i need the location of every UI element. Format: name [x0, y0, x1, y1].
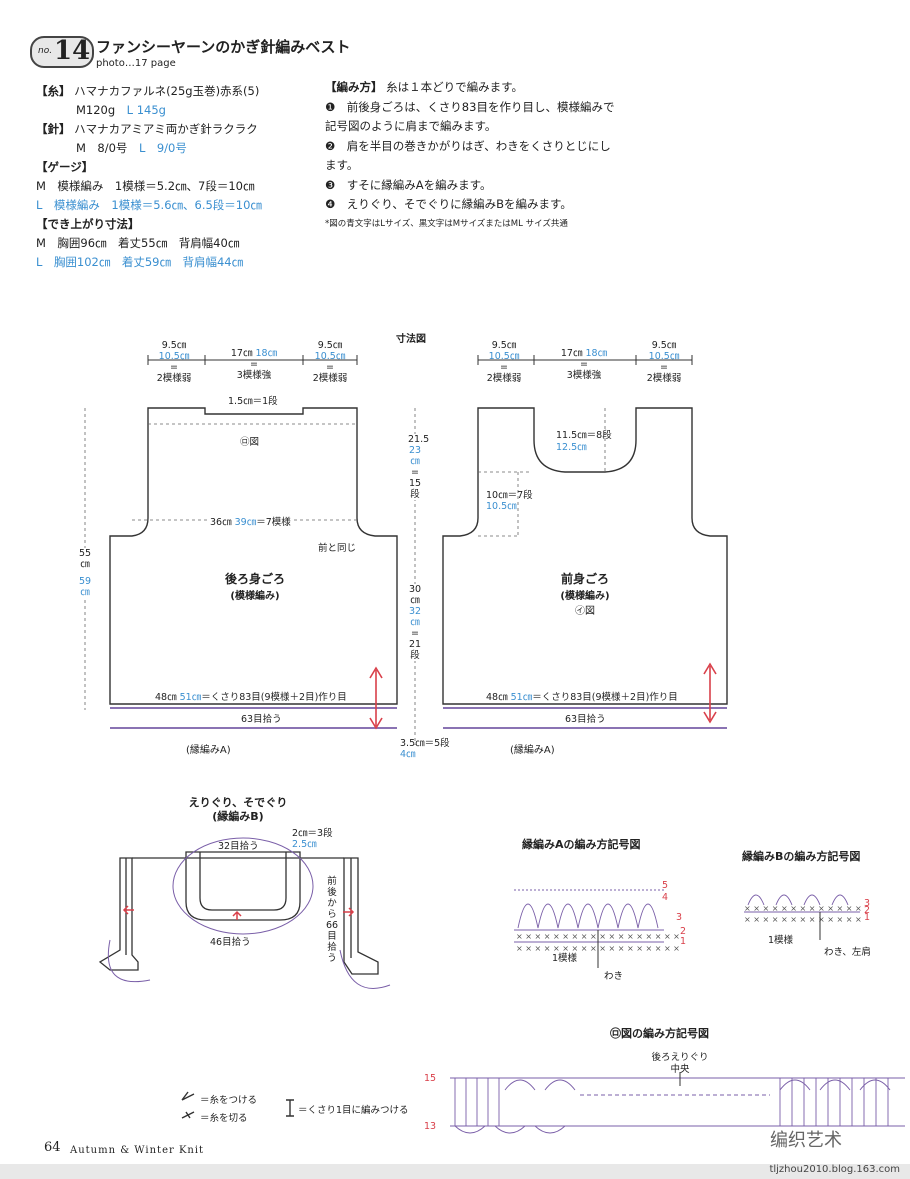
row-5: 5: [662, 880, 669, 891]
row-2: 2: [680, 926, 687, 937]
a-one-pattern: 1模様: [552, 953, 578, 964]
instruction-step-2: ❷ 肩を半目の巻きかがりはぎ、わきをくさりとじにします。: [325, 138, 611, 173]
front-edging-a: (縁編みA): [510, 745, 555, 756]
yarn-heading: 【糸】: [36, 84, 71, 98]
needle-l: L 9/0号: [138, 141, 187, 155]
pattern-number: 14: [54, 36, 91, 66]
edging-a-chart-title: 縁編みAの編み方記号図: [522, 838, 641, 851]
front-piece-outline: [442, 407, 728, 705]
neck-bottom-pick-up: 46目拾う: [210, 937, 251, 948]
instruction-step-4: ❹ えりぐり、そでぐりに縁編みBを編みます。: [325, 197, 572, 211]
armhole-pick-up: 前後から66目拾う: [326, 876, 339, 964]
number-label: no.: [38, 46, 53, 56]
needle-heading: 【針】: [36, 122, 71, 136]
back-neck-width: 17㎝ 18㎝=3模様強: [230, 348, 278, 381]
edging-a-chart: [514, 889, 664, 943]
needle-name: ハマナカアミアミ両かぎ針ラクラク: [74, 122, 258, 136]
ro-chart-title: ㋺図の編み方記号図: [610, 1027, 709, 1040]
materials-block: 【糸】 ハマナカファルネ(25g玉巻)赤系(5) M120g L 145g 【針…: [36, 82, 316, 272]
back-hem-width: 48㎝ 51㎝＝くさり83目(9模様＋2目)作り目: [155, 692, 347, 703]
watermark: 编织艺术: [770, 1130, 842, 1151]
diagram-title: 寸法図: [396, 334, 426, 345]
edging-neck: [185, 851, 301, 921]
instructions-heading: 【編み方】: [325, 80, 383, 94]
edging-right-strip: [343, 857, 379, 975]
back-edging-a: (縁編みA): [186, 745, 231, 756]
back-piece-outline: [109, 407, 398, 705]
back-width: 36㎝ 39㎝＝7模様: [208, 514, 293, 528]
gauge-heading: 【ゲージ】: [36, 160, 94, 174]
gauge-m: M 模様編み 1模様＝5.2㎝、7段＝10㎝: [36, 179, 255, 193]
needle-m: M 8/0号: [76, 141, 128, 155]
front-piece-label: 前身ごろ (模様編み) ㋑図: [560, 572, 610, 617]
band-width: 2㎝＝3段 2.5㎝: [292, 828, 333, 850]
footer-bar: [0, 1164, 910, 1179]
edging-left-strip: [98, 857, 139, 971]
same-as-front: 前と同じ: [318, 543, 357, 554]
photo-reference: photo…17 page: [96, 58, 176, 69]
hem-height: 3.5㎝＝5段 4㎝: [400, 738, 450, 760]
back-neck-depth: 1.5㎝＝1段: [228, 396, 278, 407]
instructions-lead: 糸は１本どりで編みます。: [386, 80, 524, 94]
cut-yarn-icon: [181, 1111, 195, 1119]
size-heading: 【でき上がり寸法】: [36, 217, 140, 231]
b-side-shoulder: わき、左肩: [824, 947, 871, 958]
source-url: tljzhou2010.blog.163.com: [769, 1164, 900, 1175]
neck-pick-up: 32目拾う: [218, 841, 259, 852]
ro-row-13: 13: [424, 1121, 437, 1132]
edging-b-chart: [744, 894, 860, 913]
svg-text:× × × × × × × × × × × × ×: × × × × × × × × × × × × ×: [744, 904, 862, 913]
back-neck-center: 後ろえりぐり中央: [651, 1052, 709, 1075]
svg-text:× × × × × × × × × × × × ×: × × × × × × × × × × × × ×: [744, 915, 862, 924]
size-m: M 胸囲96㎝ 着丈55㎝ 背肩幅40㎝: [36, 236, 240, 250]
yarn-name: ハマナカファルネ(25g玉巻)赤系(5): [74, 84, 260, 98]
ro-chart: [450, 1077, 905, 1134]
back-piece-label: 後ろ身ごろ (模様編み): [224, 572, 285, 602]
edging-title: えりぐり、そでぐり(縁編みB): [188, 796, 288, 823]
page-title: ファンシーヤーンのかぎ針編みベスト: [96, 38, 351, 56]
row-3: 3: [676, 912, 683, 923]
row-4: 4: [662, 892, 669, 903]
front-hem-width: 48㎝ 51㎝＝くさり83目(9模様＋2目)作り目: [486, 692, 678, 703]
ro-row-15: 15: [424, 1073, 437, 1084]
instruction-step-1: ❶ 前後身ごろは、くさり83目を作り目し、模様編みで記号図のように肩まで編みます…: [325, 99, 615, 134]
instructions-block: 【編み方】 糸は１本どりで編みます。 ❶ 前後身ごろは、くさり83目を作り目し、…: [325, 78, 615, 234]
a-side-seam: わき: [604, 971, 624, 982]
work-into-chain-icon: [286, 1099, 294, 1117]
legend-into-chain: ＝くさり1目に編みつける: [298, 1105, 409, 1116]
front-neck-width: 17㎝ 18㎝=3模様強: [560, 348, 608, 381]
b-row-1: 1: [864, 912, 871, 923]
b-one-pattern: 1模様: [768, 935, 794, 946]
size-color-note: *図の青文字はLサイズ、黒文字はMサイズまたはML サイズ共通: [325, 218, 568, 229]
yarn-l: L 145g: [126, 103, 166, 117]
size-l: L 胸囲102㎝ 着丈59㎝ 背肩幅44㎝: [36, 255, 244, 269]
row-1: 1: [680, 936, 687, 947]
page-number: 64: [44, 1140, 61, 1155]
b-row-3: 3: [864, 898, 871, 909]
back-pick-up: 63目拾う: [238, 711, 285, 725]
legend-cut: ＝糸を切る: [200, 1113, 248, 1124]
gauge-l: L 模様編み 1模様＝5.6㎝、6.5段＝10㎝: [36, 198, 262, 212]
front-pick-up: 63目拾う: [562, 711, 609, 725]
front-armhole-depth: 10㎝＝7段 10.5㎝: [486, 490, 533, 512]
edging-b-chart-title: 縁編みBの編み方記号図: [742, 850, 861, 863]
front-neck-depth: 11.5㎝＝8段 12.5㎝: [556, 430, 612, 453]
pattern-number-badge: no. 14: [30, 36, 94, 68]
legend-attach: ＝糸をつける: [200, 1095, 258, 1106]
attach-yarn-icon: [181, 1091, 195, 1101]
book-title: Autumn & Winter Knit: [70, 1145, 205, 1156]
instruction-step-3: ❸ すそに縁編みAを編みます。: [325, 177, 492, 192]
yarn-m: M120g: [76, 103, 116, 117]
b-row-2: 2: [864, 905, 871, 916]
ro-chart-ref: ㋺図: [240, 437, 260, 448]
